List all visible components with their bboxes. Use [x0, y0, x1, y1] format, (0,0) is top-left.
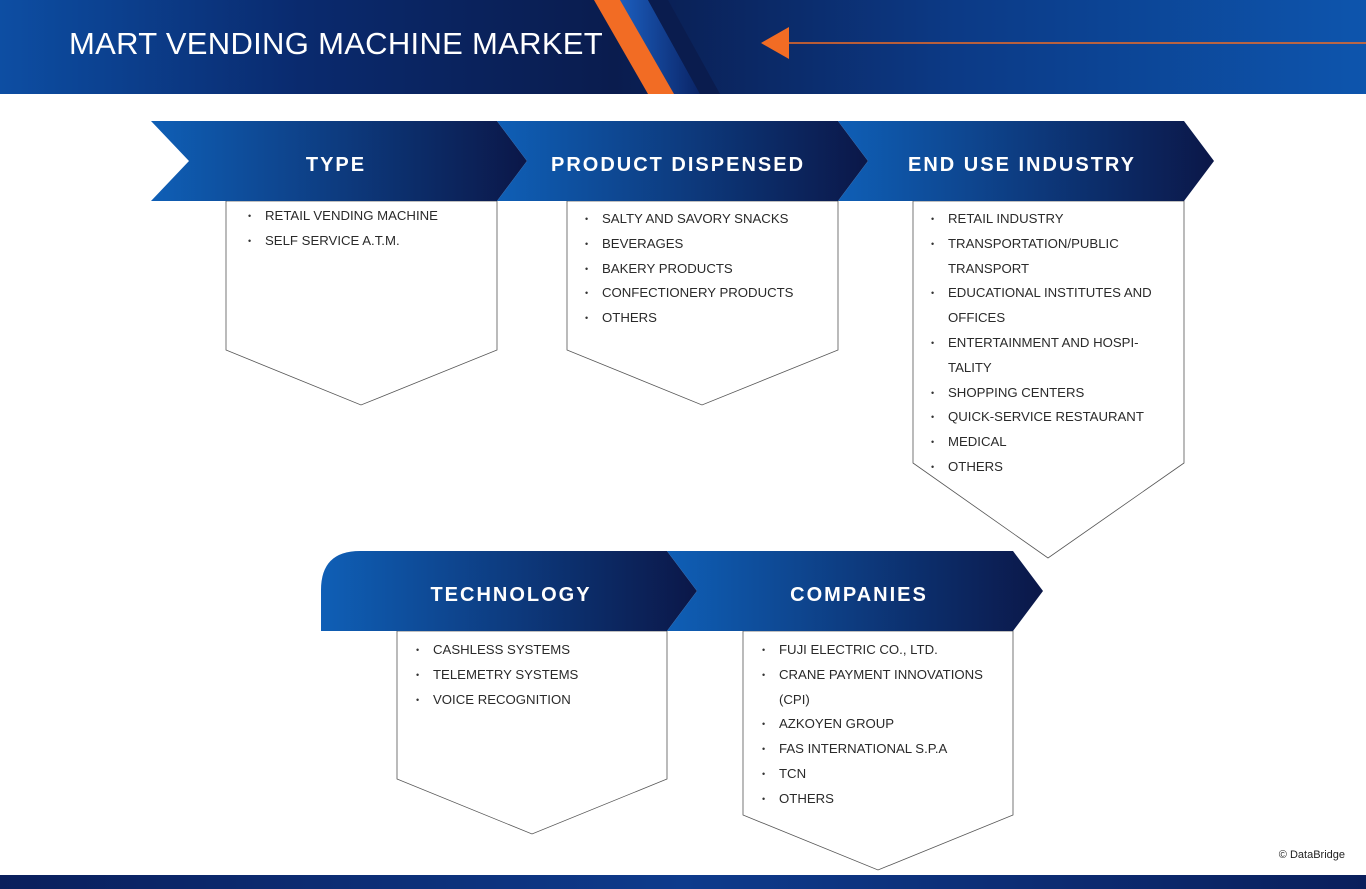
list-item: FUJI ELECTRIC CO., LTD. — [762, 638, 1017, 663]
list-item: QUICK-SERVICE RESTAURANT — [931, 405, 1173, 430]
page-title: MART VENDING MACHINE MARKET — [69, 26, 604, 61]
header-banner — [0, 0, 1366, 94]
type-header-label: TYPE — [306, 154, 366, 176]
end-use-industry-header-label: END USE INDUSTRY — [908, 154, 1136, 176]
type-items: RETAIL VENDING MACHINE SELF SERVICE A.T.… — [245, 204, 495, 254]
list-item: OTHERS — [762, 787, 1017, 812]
list-item: CASHLESS SYSTEMS — [416, 638, 663, 663]
list-item: RETAIL INDUSTRY — [931, 207, 1173, 232]
end-use-industry-items: RETAIL INDUSTRY TRANSPORTATION/PUBLIC TR… — [928, 207, 1173, 480]
technology-header-label: TECHNOLOGY — [430, 584, 591, 606]
list-item: SELF SERVICE A.T.M. — [248, 229, 495, 254]
list-item: FAS INTERNATIONAL S.P.A — [762, 737, 1017, 762]
list-item: ENTERTAINMENT AND HOSPI-TALITY — [931, 331, 1173, 381]
footer-bar — [0, 875, 1366, 889]
list-item: MEDICAL — [931, 430, 1173, 455]
product-dispensed-header-chevron — [497, 121, 868, 201]
list-item: RETAIL VENDING MACHINE — [248, 204, 495, 229]
banner-stripe-orange — [594, 0, 674, 94]
list-item: BAKERY PRODUCTS — [585, 257, 842, 282]
list-item: TCN — [762, 762, 1017, 787]
companies-header-label: COMPANIES — [790, 584, 928, 606]
list-item: AZKOYEN GROUP — [762, 712, 1017, 737]
list-item: OTHERS — [585, 306, 842, 331]
companies-items: FUJI ELECTRIC CO., LTD. CRANE PAYMENT IN… — [759, 638, 1017, 812]
list-item: BEVERAGES — [585, 232, 842, 257]
end-use-industry-header-chevron — [838, 121, 1214, 201]
list-item: OTHERS — [931, 455, 1173, 480]
list-item: TELEMETRY SYSTEMS — [416, 663, 663, 688]
companies-header-chevron — [667, 551, 1043, 631]
list-item: VOICE RECOGNITION — [416, 688, 663, 713]
banner-stripe-blue — [618, 0, 700, 94]
list-item: EDUCATIONAL INSTITUTES AND OFFICES — [931, 281, 1173, 331]
list-item: CRANE PAYMENT INNOVATIONS (CPI) — [762, 663, 1017, 713]
technology-header-chevron — [321, 551, 697, 631]
list-item: SALTY AND SAVORY SNACKS — [585, 207, 842, 232]
technology-items: CASHLESS SYSTEMS TELEMETRY SYSTEMS VOICE… — [413, 638, 663, 712]
product-dispensed-header-label: PRODUCT DISPENSED — [551, 154, 805, 176]
product-dispensed-items: SALTY AND SAVORY SNACKS BEVERAGES BAKERY… — [582, 207, 842, 331]
copyright-text: © DataBridge — [1278, 849, 1345, 861]
banner-stripe-dark — [648, 0, 720, 94]
arrow-left-icon — [761, 27, 789, 59]
list-item: CONFECTIONERY PRODUCTS — [585, 281, 842, 306]
list-item: TRANSPORTATION/PUBLIC TRANSPORT — [931, 232, 1173, 282]
type-header-chevron — [151, 121, 527, 201]
list-item: SHOPPING CENTERS — [931, 381, 1173, 406]
